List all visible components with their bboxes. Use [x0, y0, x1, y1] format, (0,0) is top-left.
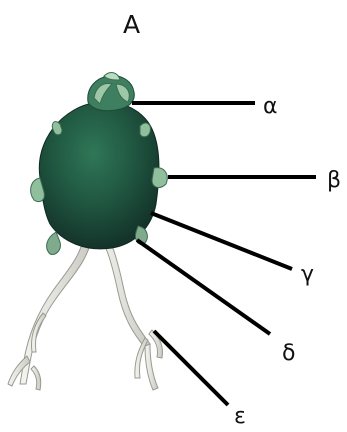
scale-lower-left	[47, 232, 61, 254]
root-center-branch	[145, 344, 158, 390]
leader-line-epsilon	[154, 331, 228, 405]
apical-bud	[88, 73, 135, 111]
scale-mid-right	[152, 168, 167, 188]
label-gamma: γ	[301, 264, 314, 286]
root-left-branch-1	[31, 313, 46, 352]
label-beta: β	[327, 170, 341, 192]
root-left	[20, 236, 92, 384]
label-delta: δ	[282, 343, 295, 365]
bulb-body	[31, 102, 168, 255]
scale-upper-right	[140, 123, 150, 137]
root-left-branch-3	[31, 366, 41, 390]
figure-title: A	[123, 12, 140, 37]
leader-line-gamma	[151, 213, 292, 269]
label-alpha: α	[263, 96, 278, 118]
label-epsilon: ε	[234, 406, 246, 428]
